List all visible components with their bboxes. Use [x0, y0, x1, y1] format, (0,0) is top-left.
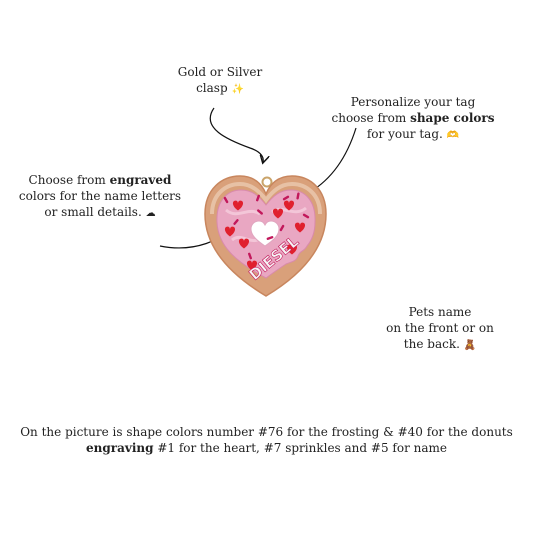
- caption: On the picture is shape colors number #7…: [0, 424, 533, 456]
- cloud-icon: ☁: [145, 208, 156, 219]
- small-heart-icon: [224, 226, 236, 237]
- clasp-line1: Gold or Silver: [177, 65, 263, 79]
- engrave-line3: or small details.: [44, 205, 142, 219]
- small-heart-icon: [283, 200, 295, 211]
- pets-line3: the back.: [403, 337, 460, 351]
- engrave-line2: colors for the name letters: [18, 189, 182, 203]
- shape-line2-prefix: choose from: [331, 111, 411, 125]
- small-heart-icon: [246, 260, 258, 271]
- sprinkle: [266, 236, 274, 240]
- pets-line1: Pets name: [408, 305, 472, 319]
- clasp-ring: [261, 176, 273, 188]
- sprinkle: [302, 213, 310, 219]
- sprinkle: [223, 196, 229, 204]
- shape-line3: for your tag.: [366, 127, 443, 141]
- pets-line2: on the front or on: [386, 321, 494, 335]
- engraved-bold: engraved: [109, 173, 172, 187]
- heart-decorations: [224, 200, 306, 271]
- donut-hole: [250, 220, 280, 247]
- pets-name-annotation: Pets name on the front or on the back. 🧸: [372, 304, 508, 354]
- heart-hands-icon: 🫶: [446, 130, 460, 141]
- shape-colors-bold: shape colors: [410, 111, 495, 125]
- small-heart-icon: [272, 208, 284, 219]
- clasp-annotation: Gold or Silver clasp ✨: [160, 64, 280, 98]
- teddy-bear-icon: 🧸: [463, 340, 477, 351]
- shape-colors-arrow: [310, 127, 357, 192]
- sprinkle: [248, 252, 252, 260]
- caption-line2-rest: #1 for the heart, #7 sprinkles and #5 fo…: [153, 441, 447, 455]
- sprinkle-decorations: [223, 192, 310, 260]
- sprinkle: [257, 209, 263, 215]
- shape-line1: Personalize your tag: [350, 95, 476, 109]
- sprinkle: [279, 224, 285, 232]
- engrave-line1-prefix: Choose from: [28, 173, 110, 187]
- sprinkle: [282, 195, 290, 201]
- small-heart-icon: [286, 244, 298, 255]
- small-heart-icon: [232, 200, 244, 211]
- sprinkle: [296, 192, 300, 200]
- sprinkle: [233, 219, 239, 225]
- caption-engraving-bold: engraving: [86, 441, 154, 455]
- clasp-arrow: [209, 107, 263, 162]
- shape-colors-annotation: Personalize your tag choose from shape c…: [318, 94, 508, 144]
- engraved-colors-annotation: Choose from engraved colors for the name…: [16, 172, 184, 222]
- small-heart-icon: [294, 222, 306, 233]
- clasp-line2: clasp: [196, 81, 228, 95]
- donut-highlight: [210, 181, 322, 215]
- caption-line1: On the picture is shape colors number #7…: [20, 425, 513, 439]
- sparkles-icon: ✨: [231, 84, 244, 95]
- small-heart-icon: [238, 238, 250, 249]
- sprinkle: [256, 194, 260, 202]
